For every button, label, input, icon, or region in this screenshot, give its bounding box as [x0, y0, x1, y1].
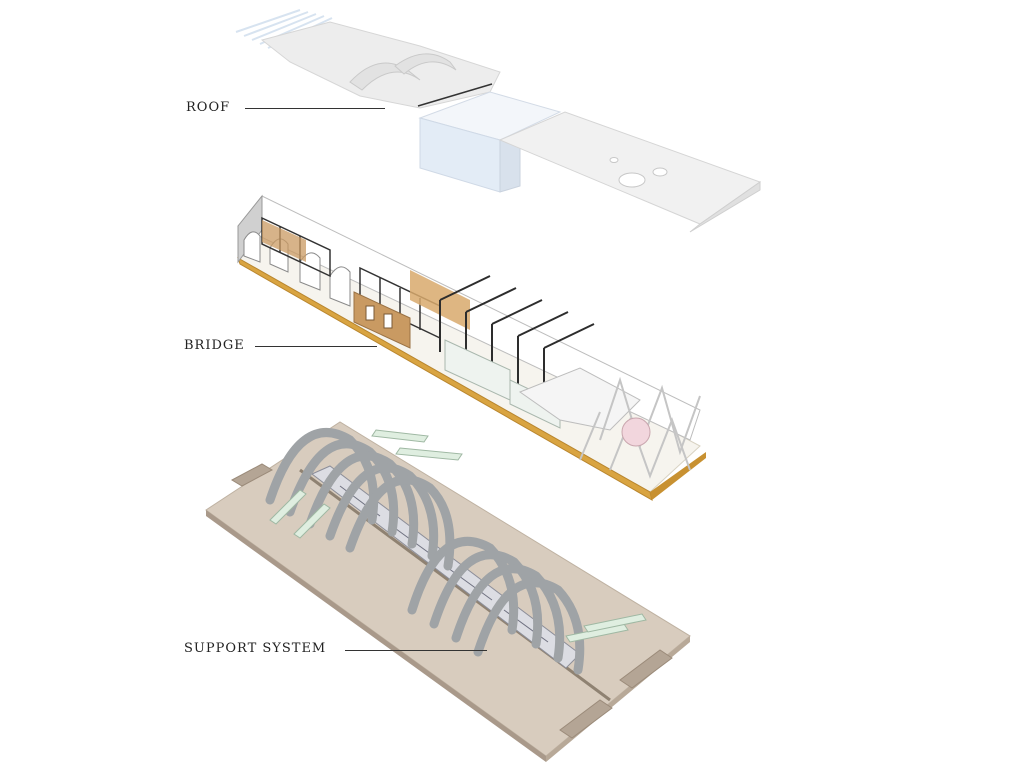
roof-front-slab — [498, 111, 762, 225]
label-support-system: SUPPORT SYSTEM — [184, 641, 327, 656]
roof-skylight-small — [652, 167, 668, 177]
track-cutouts — [230, 463, 673, 739]
leader-line-roof — [245, 108, 385, 109]
bridge-wood-doors — [365, 305, 393, 329]
roof-dark-seam — [417, 83, 493, 107]
leader-line-support-system — [345, 650, 487, 651]
roof-front-slab-edge — [689, 181, 761, 233]
label-roof: ROOF — [186, 100, 231, 115]
arch-cluster-rear — [265, 428, 455, 571]
roof-skylight-tiny — [609, 157, 619, 163]
roof-vault-2 — [394, 53, 457, 75]
roof-layer — [235, 9, 762, 233]
bridge-floor-edge-end — [650, 452, 706, 500]
leader-line-bridge — [255, 346, 377, 347]
roof-skylight-large — [618, 172, 646, 188]
support-system-layer — [205, 421, 691, 762]
bridge-white-module — [518, 367, 641, 431]
label-bridge: BRIDGE — [184, 338, 245, 353]
ground-plane-edge-left — [206, 510, 546, 762]
bridge-wood-room-1 — [262, 220, 306, 262]
bridge-pink-sphere — [621, 417, 651, 447]
bridge-layer — [237, 194, 706, 502]
glass-panels — [269, 429, 647, 643]
